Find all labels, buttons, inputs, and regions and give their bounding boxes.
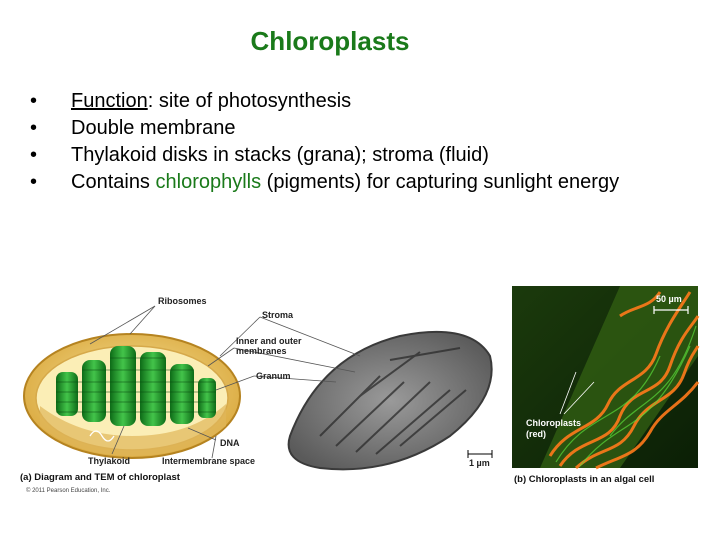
scale-label-a: 1 µm [469,458,490,468]
bullet-marker: • [30,90,38,112]
algal-cell-micrograph: 50 µm Chloroplasts (red) [512,286,700,470]
chloroplast-diagram [23,333,241,459]
chloroplast-tem [287,330,493,471]
bullet-chlorophylls-highlight: chlorophylls [155,171,262,193]
scale-label-b: 50 µm [656,294,682,304]
label-dna: DNA [220,438,240,448]
label-ribosomes: Ribosomes [158,296,207,306]
copyright-text: © 2011 Pearson Education, Inc. [26,487,111,494]
bullet-function-text: : site of photosynthesis [147,90,352,112]
algal-filament-shape [540,286,698,468]
caption-b: (b) Chloroplasts in an algal cell [514,474,654,485]
label-chloroplasts: Chloroplasts [526,418,581,428]
slide-title: Chloroplasts [250,26,410,56]
label-inner-outer-2: membranes [236,346,287,356]
tem-chloroplast-shape [287,330,493,471]
label-chloroplasts-red: (red) [526,429,546,439]
bullet-marker: • [30,171,38,193]
leader-lines [89,305,361,459]
bullet-thylakoid: • Thylakoid disks in stacks (grana); str… [30,142,670,169]
bullet-chlorophylls: • Contains chlorophylls (pigments) for c… [30,169,670,196]
label-thylakoid: Thylakoid [88,456,130,466]
caption-a: (a) Diagram and TEM of chloroplast [20,472,181,483]
bullet-function-lead: Function [71,90,148,112]
cut-face-shape [40,404,226,456]
bullet-double-membrane: • Double membrane [30,115,670,142]
chloroplast-spirals [548,291,700,470]
label-stroma: Stroma [262,310,294,320]
dna-strand-shape [89,430,115,442]
chloroplast-figure: 1 µm Ribosomes Stroma Inner and outer me… [20,286,700,494]
bullet-chlorophylls-pre: Contains [71,171,156,193]
bullet-chlorophylls-post: (pigments) for capturing sunlight energy [261,171,620,193]
label-granum: Granum [256,371,291,381]
bullet-double-membrane-text: Double membrane [71,117,236,139]
bullet-list: • Function: site of photosynthesis • Dou… [30,88,670,196]
bullet-function: • Function: site of photosynthesis [30,88,670,115]
label-intermembrane-space: Intermembrane space [162,456,255,466]
bullet-marker: • [30,144,38,166]
grana-stacks [56,346,216,426]
bullet-marker: • [30,117,38,139]
bullet-thylakoid-text: Thylakoid disks in stacks (grana); strom… [71,144,489,166]
label-inner-outer-1: Inner and outer [236,336,302,346]
